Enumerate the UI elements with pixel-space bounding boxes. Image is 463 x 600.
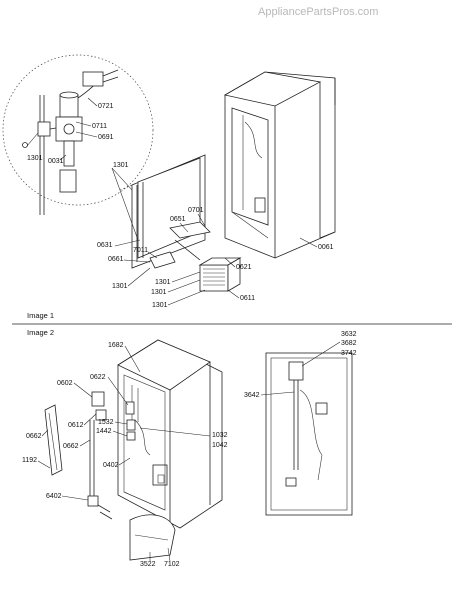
image1-labels: 0721 0711 0691 1301 0031 1301 0701 0651 … bbox=[27, 103, 334, 309]
part-label: 0651 bbox=[170, 216, 186, 223]
image1-drawing: 0721 0711 0691 1301 0031 1301 0701 0651 … bbox=[2, 54, 336, 309]
part-label: 3682 bbox=[341, 340, 357, 347]
part-label: 0611 bbox=[240, 295, 255, 302]
part-label: 1192 bbox=[22, 457, 37, 464]
part-label: 1301 bbox=[113, 162, 129, 169]
part-label: 0621 bbox=[236, 264, 252, 271]
image2-leaders bbox=[37, 341, 341, 562]
part-label: 0061 bbox=[318, 244, 334, 251]
part-label: 3642 bbox=[244, 392, 260, 399]
water-valve-detail bbox=[22, 69, 119, 215]
part-label: 1301 bbox=[151, 289, 167, 296]
part-label: 1442 bbox=[96, 428, 112, 435]
image1-caption: Image 1 bbox=[27, 311, 54, 320]
part-label: 0691 bbox=[98, 134, 114, 141]
part-label: 0661 bbox=[108, 256, 124, 263]
part-label: 7102 bbox=[164, 561, 180, 568]
part-label: 6402 bbox=[46, 493, 62, 500]
watermark-text: AppliancePartsPros.com bbox=[258, 6, 378, 18]
part-label: 3632 bbox=[341, 331, 357, 338]
part-label: 1301 bbox=[152, 302, 168, 309]
part-label: 0031 bbox=[48, 158, 64, 165]
image2-labels: 1682 0622 0602 1532 0612 1442 0662 0662 … bbox=[22, 331, 357, 568]
image2-drawing: 1682 0622 0602 1532 0612 1442 0662 0662 … bbox=[22, 331, 357, 568]
part-label: 1032 bbox=[212, 432, 228, 439]
part-label: 0701 bbox=[188, 207, 204, 214]
part-label: 1301 bbox=[112, 283, 128, 290]
part-label: 0602 bbox=[57, 380, 73, 387]
part-label: 0622 bbox=[90, 374, 106, 381]
part-label: 0402 bbox=[103, 462, 119, 469]
part-label: 0711 bbox=[92, 123, 107, 130]
part-label: 0721 bbox=[98, 103, 114, 110]
bracket-panels bbox=[131, 154, 242, 292]
part-label: 3742 bbox=[341, 350, 357, 357]
part-label: 7011 bbox=[133, 247, 148, 254]
part-label: 0631 bbox=[97, 242, 113, 249]
refrigerator-cabinet-1 bbox=[223, 71, 336, 259]
part-label: 0662 bbox=[63, 443, 79, 450]
part-label: 1682 bbox=[108, 342, 124, 349]
refrigerator-cabinet-2 bbox=[117, 339, 223, 529]
part-label: 3522 bbox=[140, 561, 156, 568]
part-label: 1301 bbox=[155, 279, 171, 286]
part-label: 1532 bbox=[98, 419, 114, 426]
image1-leaders bbox=[59, 97, 318, 306]
part-label: 1042 bbox=[212, 442, 228, 449]
detail-circle bbox=[2, 54, 154, 206]
freezer-detail-panel bbox=[265, 352, 353, 516]
part-label: 0612 bbox=[68, 422, 84, 429]
part-label: 0662 bbox=[26, 433, 42, 440]
image2-parts bbox=[44, 391, 176, 561]
image2-caption: Image 2 bbox=[27, 328, 54, 337]
part-label: 1301 bbox=[27, 155, 43, 162]
